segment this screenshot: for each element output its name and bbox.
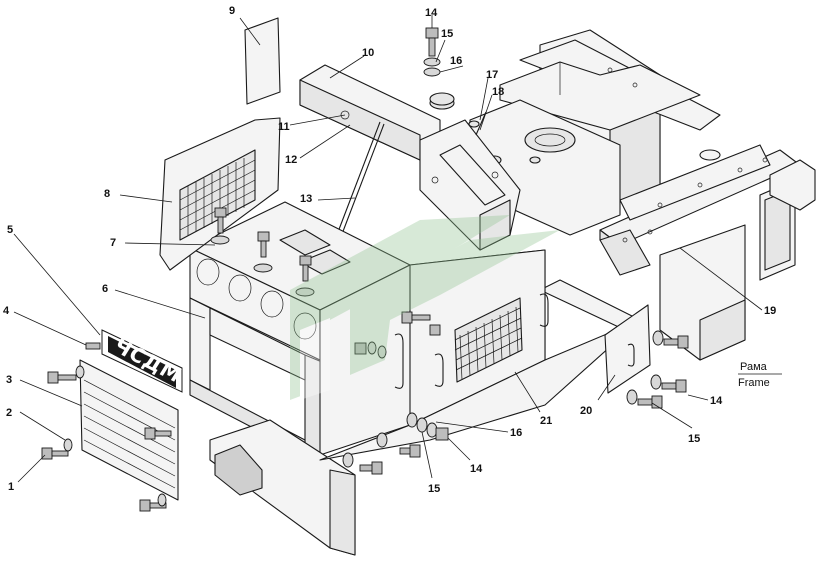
frame-label-ru: Рама (740, 361, 768, 373)
part-label-17: 17 (486, 69, 498, 81)
part-label-3: 3 (6, 374, 12, 386)
frame-caption: Рама Frame (738, 361, 770, 389)
part-label-14-right: 14 (710, 395, 723, 407)
part-label-6: 6 (102, 283, 108, 295)
part-label-21: 21 (540, 415, 552, 427)
part-label-15-top: 15 (441, 28, 453, 40)
part-label-19: 19 (764, 305, 776, 317)
fasteners (41, 27, 689, 512)
part-labels: 1 2 3 4 5 6 7 8 9 10 11 12 13 14 15 16 1… (3, 5, 776, 495)
base-skid (209, 319, 641, 556)
part-label-13: 13 (300, 193, 312, 205)
cover-plate-9 (244, 17, 281, 105)
part-label-9: 9 (229, 5, 235, 17)
part-label-16-bottom: 16 (510, 427, 522, 439)
part-label-10: 10 (362, 47, 374, 59)
front-hood-body (189, 201, 549, 456)
part-label-18: 18 (492, 86, 504, 98)
part-label-1: 1 (8, 481, 14, 493)
part-label-15-bottom: 15 (428, 483, 440, 495)
part-label-16-top: 16 (450, 55, 462, 67)
part-label-12: 12 (285, 154, 297, 166)
frame-label-en: Frame (738, 377, 770, 389)
part-label-14-bottom: 14 (470, 463, 483, 475)
main-frame (469, 29, 816, 361)
lift-arm-assembly (299, 64, 521, 251)
part-label-20: 20 (580, 405, 592, 417)
part-label-5: 5 (7, 224, 13, 236)
part-label-4: 4 (3, 305, 10, 317)
part-label-14-top: 14 (425, 7, 438, 19)
panel-8 (159, 117, 281, 271)
part-label-2: 2 (6, 407, 12, 419)
part-label-15-right: 15 (688, 433, 700, 445)
watermark-logo (290, 215, 560, 400)
part-label-11: 11 (278, 121, 290, 133)
part-label-8: 8 (104, 188, 110, 200)
part-label-7: 7 (110, 237, 116, 249)
side-door-plate (604, 304, 651, 394)
leader-lines (13, 15, 782, 483)
